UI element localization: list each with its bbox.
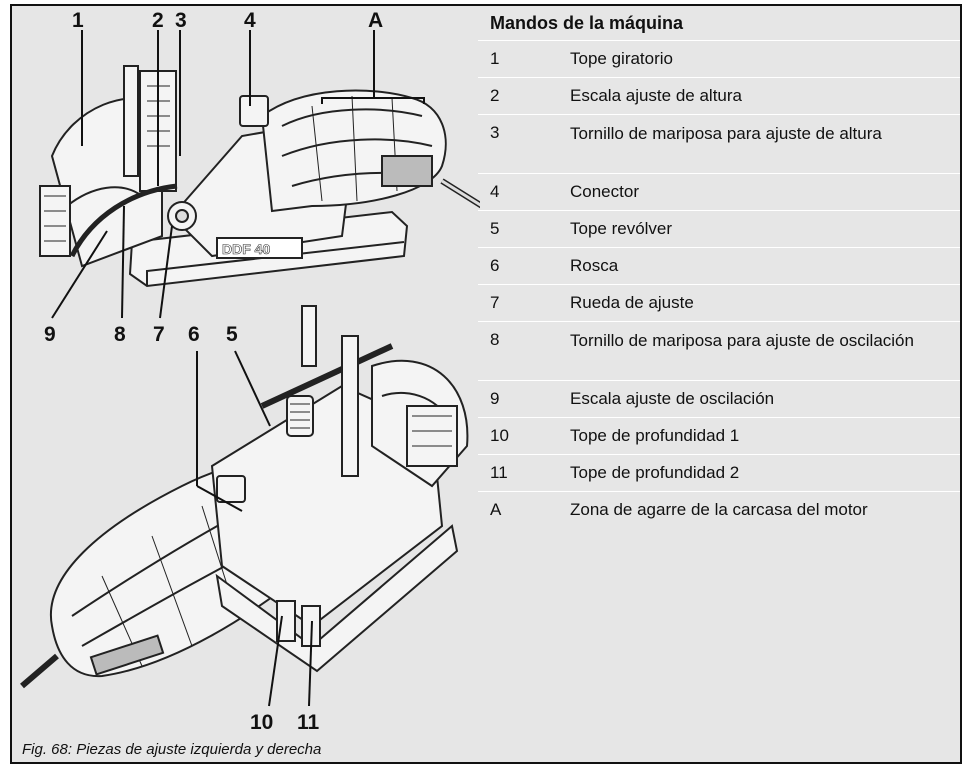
table-row: 9 Escala ajuste de oscilación [478, 381, 960, 418]
figure-caption: Fig. 68: Piezas de ajuste izquierda y de… [22, 741, 322, 758]
row-number: 6 [490, 256, 500, 275]
row-number: 1 [490, 49, 500, 68]
row-number: 7 [490, 293, 500, 312]
table-row: 5 Tope revólver [478, 211, 960, 248]
row-text: Conector [570, 182, 639, 201]
table-title: Mandos de la máquina [478, 6, 960, 41]
upper-callout-lines [51, 30, 425, 319]
figure-frame: DDF 40 [10, 4, 962, 764]
row-text: Tope giratorio [570, 49, 674, 68]
table-row: 7 Rueda de ajuste [478, 285, 960, 322]
callout-1: 1 [72, 9, 84, 32]
machine-model-label: DDF 40 [222, 241, 270, 257]
callout-2: 2 [152, 9, 164, 32]
row-text: Tope revólver [570, 219, 673, 238]
row-number: 10 [490, 426, 509, 445]
machine-illustration: DDF 40 [20, 30, 480, 707]
table-row: 1 Tope giratorio [478, 41, 960, 78]
row-number: 9 [490, 389, 500, 408]
callout-8: 8 [114, 323, 126, 346]
row-number: 4 [490, 182, 500, 201]
row-text: Tornillo de mariposa para ajuste de altu… [570, 124, 882, 143]
table-row: 4 Conector [478, 174, 960, 211]
row-text: Tornillo de mariposa para ajuste de osci… [570, 331, 914, 350]
callout-3: 3 [175, 9, 187, 32]
table-row: 11 Tope de profundidad 2 [478, 455, 960, 492]
row-number: 3 [490, 123, 500, 142]
lower-callout-lines [196, 350, 313, 707]
callout-4: 4 [244, 9, 256, 32]
table-row: 8 Tornillo de mariposa para ajuste de osc… [478, 322, 960, 381]
callout-10: 10 [250, 711, 274, 734]
table-row: 2 Escala ajuste de altura [478, 78, 960, 115]
row-text: Rueda de ajuste [570, 293, 694, 312]
machine-figure: DDF 40 [12, 6, 480, 762]
table-row: 6 Rosca [478, 248, 960, 285]
row-text: Zona de agarre de la carcasa del motor [570, 500, 868, 519]
lower-machine-drawing [20, 305, 469, 689]
callout-7: 7 [153, 323, 165, 346]
table-row: 10 Tope de profundidad 1 [478, 418, 960, 455]
callout-6: 6 [188, 323, 200, 346]
row-text: Escala ajuste de altura [570, 86, 742, 105]
table-row: A Zona de agarre de la carcasa del motor [478, 492, 960, 528]
row-text: Tope de profundidad 2 [570, 463, 740, 482]
row-text: Tope de profundidad 1 [570, 426, 740, 445]
upper-machine-drawing [39, 65, 480, 288]
callout-11: 11 [297, 711, 320, 734]
row-number: 5 [490, 219, 500, 238]
callout-5: 5 [226, 323, 238, 346]
row-text: Escala ajuste de oscilación [570, 389, 775, 408]
row-number: 2 [490, 86, 500, 105]
row-number: A [490, 500, 502, 519]
callout-A: A [368, 9, 384, 32]
table-row: 3 Tornillo de mariposa para ajuste de alt… [478, 115, 960, 174]
row-text: Rosca [570, 256, 619, 275]
row-number: 8 [490, 330, 500, 349]
row-number: 11 [490, 463, 508, 482]
callout-9: 9 [44, 323, 56, 346]
